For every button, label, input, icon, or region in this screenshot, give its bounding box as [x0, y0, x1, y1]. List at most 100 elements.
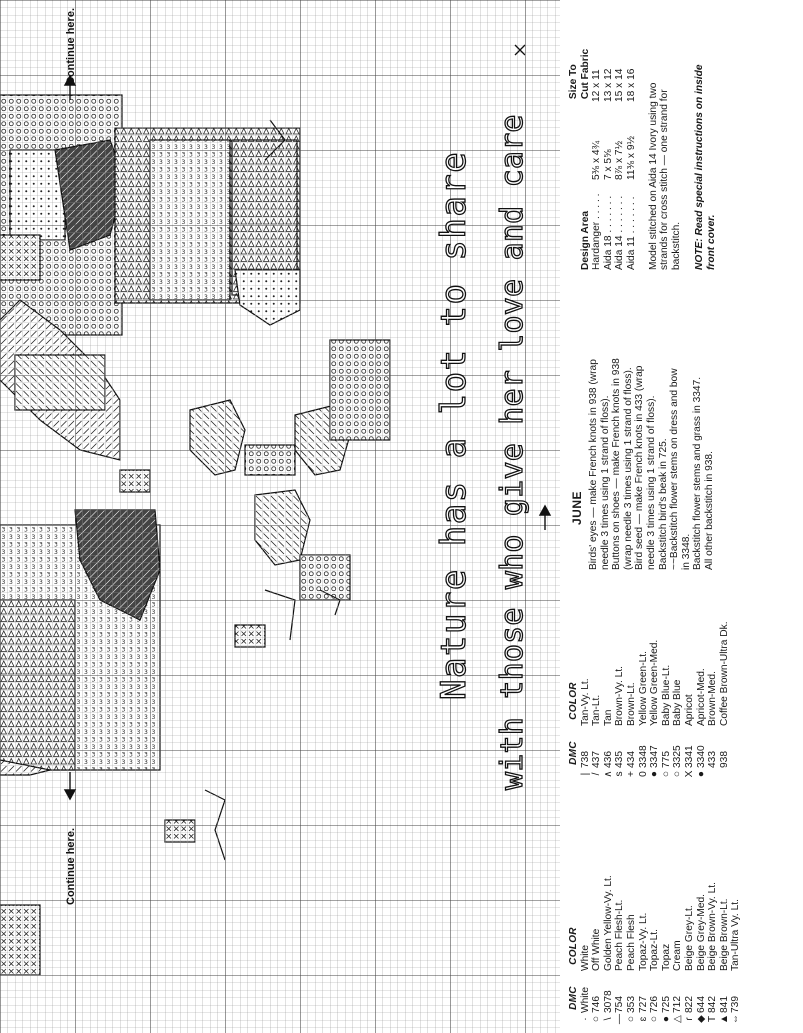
- floss-color-name: Topaz: [660, 943, 672, 971]
- fabric-row: Aida 14 . . . . . . . 8⅞ x 7½ 15 x 14: [614, 5, 626, 270]
- floss-dmc-number: 435: [614, 751, 626, 768]
- floss-symbol-icon: ∧: [602, 770, 614, 778]
- stitch-instructions: Birds' eyes — make French knots in 938 (…: [588, 358, 716, 570]
- model-note: Model stitched on Aida 14 Ivory using tw…: [648, 5, 683, 270]
- floss-row: —754Peach Flesh-Lt.: [614, 875, 626, 1025]
- floss-dmc-number: 746: [591, 996, 603, 1013]
- floss-color-name: Apricot: [683, 694, 695, 726]
- floss-dmc-number: 725: [660, 996, 672, 1013]
- floss-color-name: Apricot-Med.: [695, 668, 707, 726]
- floss-row: T842Beige Brown-Vy. Lt.: [707, 875, 719, 1025]
- floss-symbol-icon: ○: [649, 1015, 661, 1023]
- floss-dmc-number: 775: [660, 751, 672, 768]
- floss-row: ▲841Beige Brown-Lt.: [719, 875, 731, 1025]
- legend-panel: DMC COLOR ·WhiteWhite○746Off White\3078G…: [562, 5, 797, 1025]
- fabric-row: Hardanger . . . . . 5⅜ x 4¾ 12 x 11: [591, 5, 603, 270]
- floss-dmc-number: 433: [707, 751, 719, 768]
- floss-color-name: Brown-Med.: [707, 671, 719, 726]
- floss-row: ⇔739 Tan-Ultra Vy. Lt.: [730, 875, 742, 1025]
- floss-dmc-number: 3340: [695, 745, 707, 768]
- floss-dmc-number: 3325: [672, 745, 684, 768]
- floss-row: ● 3340 Apricot-Med.: [696, 621, 708, 780]
- floss-color-name: Tan-Ultra Vy. Lt.: [730, 899, 742, 971]
- floss-symbol-icon: ▲: [718, 1013, 730, 1025]
- floss-symbol-icon: |: [579, 772, 591, 776]
- floss-row: ●3347Yellow Green-Med.: [649, 621, 661, 780]
- floss-dmc-number: 938: [718, 751, 730, 768]
- floss-symbol-icon: ⇔: [730, 1013, 742, 1025]
- floss-color-name: Baby Blue: [672, 679, 684, 726]
- floss-color-name: Topaz-Vy. Lt.: [637, 912, 649, 971]
- floss-symbol-icon: ○: [672, 770, 684, 778]
- floss-symbol-icon: ●: [695, 770, 707, 778]
- continue-label-bottom: Continue here.: [65, 828, 77, 905]
- floss-color-name: Tan-Vy. Lt.: [579, 678, 591, 726]
- text-line: needle 3 times using 1 strand of floss).: [599, 395, 611, 570]
- floss-row: ·WhiteWhite: [580, 875, 592, 1025]
- floss-row: ∧436Tan: [603, 621, 615, 780]
- floss-color-name: Golden Yellow-Vy. Lt.: [602, 875, 614, 971]
- floss-dmc-number: 3341: [683, 745, 695, 768]
- floss-row: ○353Peach Flesh: [626, 875, 638, 1025]
- fabric-cell-cut: 15 x 14: [614, 68, 626, 102]
- floss-color-name: Brown-Lt.: [625, 682, 637, 726]
- fabric-table: Size To Design Area Cut Fabric Hardanger…: [568, 5, 718, 270]
- floss-key-left: DMC COLOR ·WhiteWhite○746Off White\3078G…: [568, 875, 742, 1025]
- fabric-cell-area: 11⅜ x 9½: [625, 136, 637, 180]
- header-dmc: DMC: [568, 986, 579, 1010]
- fabric-cell-cut: 12 x 11: [591, 69, 603, 102]
- floss-symbol-icon: ○: [591, 1015, 603, 1023]
- fabric-cell-area: 5⅜ x 4¾: [591, 140, 603, 180]
- floss-symbol-icon: +: [625, 771, 637, 777]
- floss-dmc-number: 644: [695, 996, 707, 1013]
- floss-row: 03348Yellow Green-Lt.: [638, 621, 650, 780]
- floss-dmc-number: 434: [625, 751, 637, 768]
- floss-symbol-icon: ○: [625, 1015, 637, 1023]
- floss-row: ◆644Beige Grey-Med.: [696, 875, 708, 1025]
- floss-symbol-icon: /: [591, 772, 603, 776]
- floss-row: X3341Apricot: [684, 621, 696, 780]
- fabric-cell-cut: 13 x 12: [602, 68, 614, 102]
- fabric-cell-area: 8⅞ x 7½: [614, 140, 626, 180]
- text-line: ~~Backstitch flower stems on dress and b…: [669, 368, 681, 570]
- floss-row: s435Brown-Vy. Lt.: [614, 621, 626, 780]
- floss-dmc-number: 739: [730, 996, 742, 1013]
- floss-dmc-number: 3348: [637, 745, 649, 768]
- floss-color-name: Topaz-Lt.: [649, 929, 661, 971]
- text-line: front cover.: [705, 214, 717, 270]
- fabric-cell-cut: 18 x 16: [625, 68, 637, 102]
- floss-dmc-number: 726: [649, 996, 661, 1013]
- floss-row: \3078Golden Yellow-Vy. Lt.: [603, 875, 615, 1025]
- floss-symbol-icon: △: [672, 1015, 684, 1023]
- center-arrows: [63, 74, 552, 801]
- text-line: (wrap needle 3 times using 1 strand of f…: [622, 367, 634, 570]
- floss-color-name: Beige Grey-Lt.: [683, 905, 695, 971]
- floss-color-name: Peach Flesh-Lt.: [614, 899, 626, 971]
- floss-dmc-number: 822: [683, 996, 695, 1013]
- text-line: strands for cross stitch — one strand fo…: [659, 89, 671, 270]
- floss-dmc-number: 738: [579, 751, 591, 768]
- text-line: Backstitch flower stems and grass in 334…: [692, 376, 704, 570]
- text-line: Backstitch bird's beak in 725.: [657, 438, 669, 570]
- floss-dmc-number: 437: [591, 751, 603, 768]
- floss-row: 938Coffee Brown-Ultra Dk.: [719, 621, 731, 780]
- floss-row: ● 725 Topaz: [661, 875, 673, 1025]
- text-line: NOTE: Read special instructions on insid…: [694, 64, 706, 271]
- fabric-cell-fabric: Hardanger . . . . .: [591, 193, 603, 270]
- floss-color-name: White: [579, 944, 591, 971]
- floss-symbol-icon: ɛ: [637, 1016, 649, 1022]
- text-line: Model stitched on Aida 14 Ivory using tw…: [647, 82, 659, 270]
- floss-symbol-icon: ·: [579, 1017, 591, 1021]
- floss-dmc-number: 842: [707, 996, 719, 1013]
- text-line: needle 3 times using 1 strand of floss).: [645, 395, 657, 570]
- floss-color-name: Brown-Vy. Lt.: [614, 665, 626, 726]
- fabric-cell-fabric: Aida 14 . . . . . . .: [614, 195, 626, 270]
- text-line: backstitch.: [670, 221, 682, 270]
- floss-dmc-number: 3078: [602, 990, 614, 1013]
- floss-color-name: Beige Brown-Vy. Lt.: [707, 882, 719, 971]
- floss-symbol-icon: ɾ: [683, 1017, 695, 1021]
- text-line: All other backstitch in 938.: [703, 451, 715, 570]
- floss-symbol-icon: ●: [649, 770, 661, 778]
- text-line: Birds' eyes — make French knots in 938 (…: [588, 359, 599, 570]
- floss-symbol-icon: ●: [660, 1015, 672, 1023]
